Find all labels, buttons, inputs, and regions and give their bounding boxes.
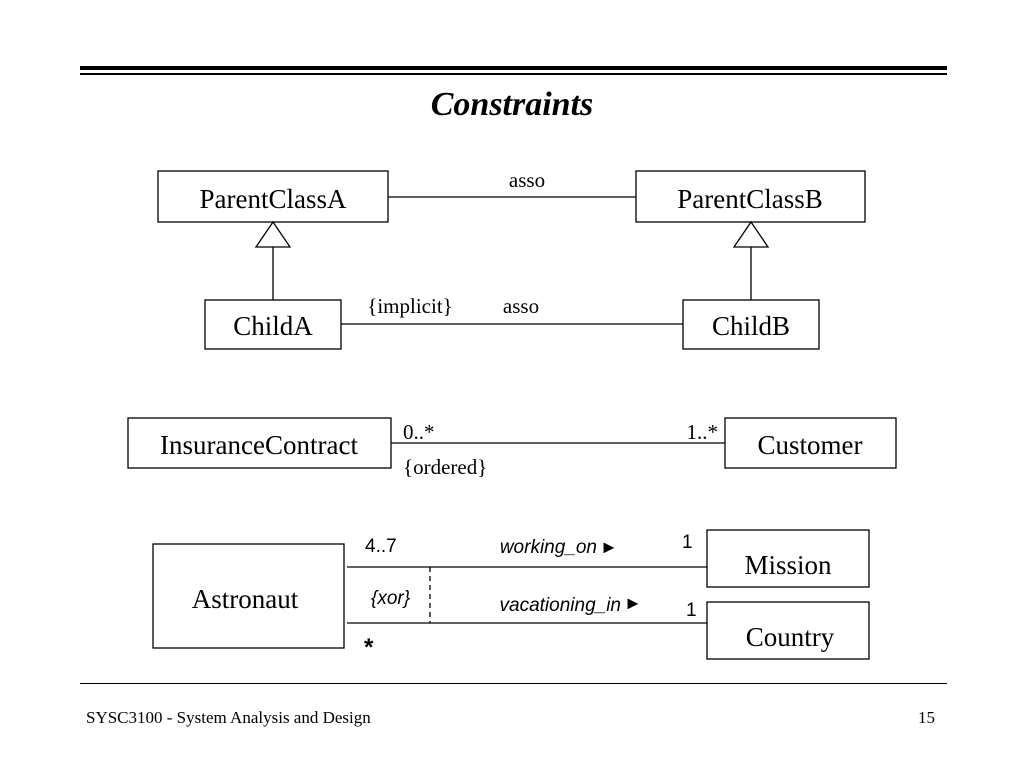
generalization-arrow-b	[732, 220, 770, 248]
implicit-constraint-label: {implicit}	[367, 294, 453, 318]
children-association-label: asso	[503, 294, 539, 318]
xor-constraint-label: {xor}	[371, 588, 411, 609]
insurance-contract-name: InsuranceContract	[160, 430, 358, 460]
parents-association-label: asso	[509, 168, 545, 192]
working-on-direction-arrow: ►	[600, 537, 618, 557]
mission-box	[706, 529, 870, 588]
footer-rule	[80, 683, 947, 684]
slide-title: Constraints	[430, 86, 594, 123]
generalization-arrow-a	[254, 220, 292, 248]
astronaut-multiplicity-bottom: *	[364, 634, 374, 661]
child-b-name: ChildB	[712, 311, 790, 341]
country-name: Country	[746, 622, 835, 652]
astronaut-box	[152, 543, 345, 649]
country-box	[706, 601, 870, 660]
parent-class-b-name: ParentClassB	[677, 184, 823, 214]
vacationing-in-label: vacationing_in	[500, 595, 621, 616]
ordered-constraint-label: {ordered}	[403, 455, 487, 479]
mission-multiplicity: 1	[682, 532, 693, 553]
astronaut-multiplicity-top: 4..7	[365, 536, 397, 557]
page-number: 15	[918, 708, 935, 727]
astronaut-name: Astronaut	[192, 584, 299, 614]
customer-name: Customer	[758, 430, 863, 460]
mission-name: Mission	[744, 550, 832, 580]
customer-multiplicity: 1..*	[687, 420, 719, 444]
contract-multiplicity: 0..*	[403, 420, 435, 444]
parent-class-a-name: ParentClassA	[200, 184, 347, 214]
country-multiplicity: 1	[686, 600, 697, 621]
header-rule-thin	[80, 73, 947, 75]
header-rule-thick	[80, 66, 947, 70]
child-a-name: ChildA	[233, 311, 313, 341]
working-on-label: working_on	[500, 537, 597, 558]
vacationing-in-direction-arrow: ►	[624, 593, 642, 613]
footer-course-title: SYSC3100 - System Analysis and Design	[86, 708, 371, 727]
